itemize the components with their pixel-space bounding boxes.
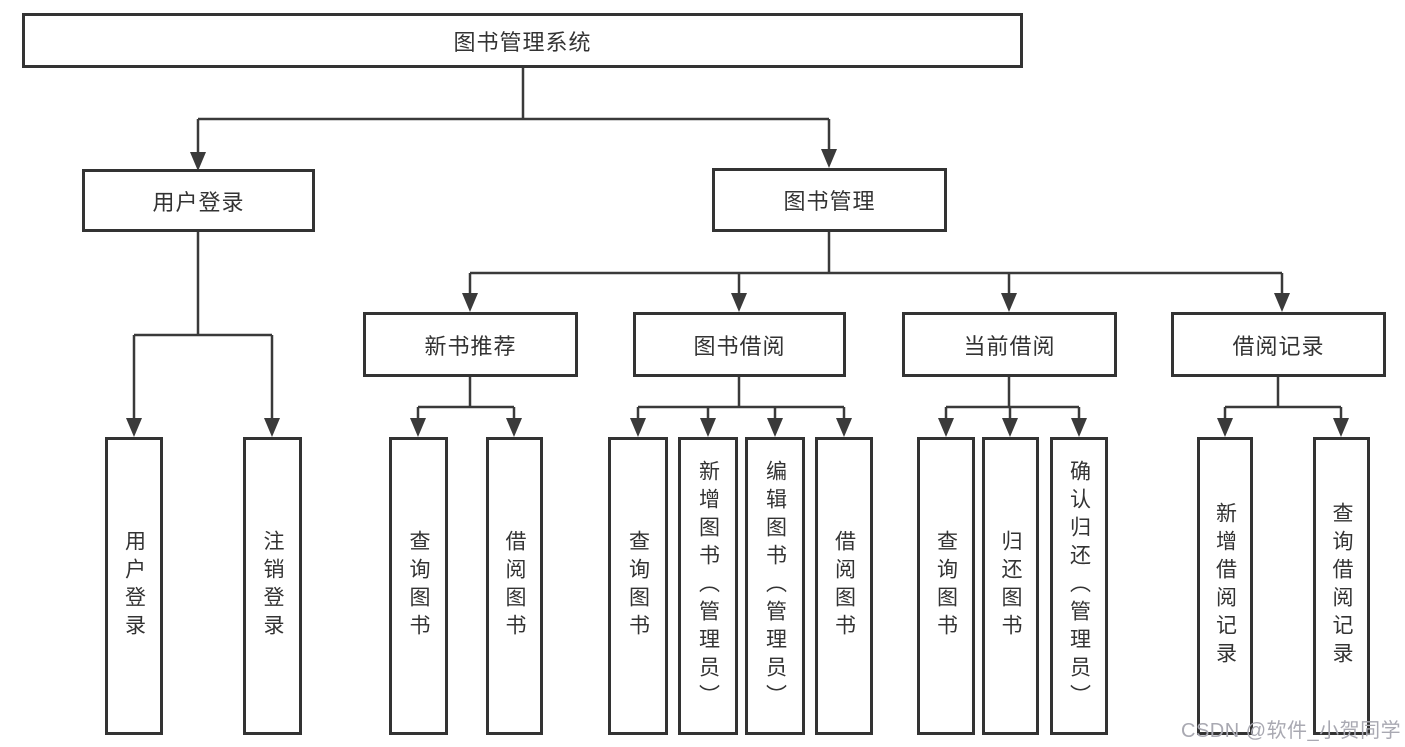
node-label: 新增图书（管理员） xyxy=(696,460,720,712)
node-borrow-record: 借阅记录 xyxy=(1171,312,1386,377)
leaf-query-borrow-record: 查询借阅记录 xyxy=(1313,437,1370,735)
node-label: 图书借阅 xyxy=(693,333,786,359)
node-new-book-recommend: 新书推荐 xyxy=(363,312,578,377)
node-label: 当前借阅 xyxy=(963,333,1056,359)
leaf-user-login: 用户登录 xyxy=(105,437,163,735)
leaf-confirm-return-admin: 确认归还（管理员） xyxy=(1050,437,1108,735)
node-label: 用户登录 xyxy=(152,189,245,215)
leaf-borrow-books: 借阅图书 xyxy=(815,437,873,735)
leaf-query-books-newbook: 查询图书 xyxy=(389,437,448,735)
node-label: 新增借阅记录 xyxy=(1213,502,1237,670)
connector-current-borrow-leaves xyxy=(944,377,1081,421)
leaf-add-borrow-record: 新增借阅记录 xyxy=(1197,437,1253,735)
connector-new-book-leaves xyxy=(416,377,516,421)
connector-borrow-record-leaves xyxy=(1223,377,1343,421)
node-label: 图书管理系统 xyxy=(453,29,592,55)
csdn-watermark: CSDN @软件_小贺同学 xyxy=(1181,720,1402,742)
arrowheads xyxy=(126,149,1349,437)
node-label: 查询图书 xyxy=(934,530,958,642)
node-label: 借阅记录 xyxy=(1232,333,1325,359)
leaf-borrow-books-newbook: 借阅图书 xyxy=(486,437,543,735)
leaf-add-books-admin: 新增图书（管理员） xyxy=(678,437,738,735)
node-book-management: 图书管理 xyxy=(712,168,947,232)
node-label: 编辑图书（管理员） xyxy=(763,460,787,712)
node-label: 新书推荐 xyxy=(424,333,517,359)
leaf-return-books: 归还图书 xyxy=(982,437,1039,735)
node-label: 查询借阅记录 xyxy=(1330,502,1353,670)
node-label: 借阅图书 xyxy=(832,530,856,642)
node-label: 确认归还（管理员） xyxy=(1067,460,1091,712)
node-current-borrow: 当前借阅 xyxy=(902,312,1117,377)
leaf-logout: 注销登录 xyxy=(243,437,302,735)
connector-user-login-leaves xyxy=(132,232,274,421)
node-label: 归还图书 xyxy=(999,530,1022,642)
node-root: 图书管理系统 xyxy=(22,13,1023,68)
node-label: 图书管理 xyxy=(783,189,876,214)
leaf-query-books-borrow: 查询图书 xyxy=(608,437,668,735)
connector-root-level2 xyxy=(196,68,831,155)
connector-book-mgmt-level3 xyxy=(468,232,1284,296)
node-user-login: 用户登录 xyxy=(82,169,315,232)
node-label: 查询图书 xyxy=(407,530,430,642)
node-label: 借阅图书 xyxy=(503,530,526,642)
connector-book-borrow-leaves xyxy=(636,377,846,421)
leaf-query-books-current: 查询图书 xyxy=(917,437,975,735)
node-label: 注销登录 xyxy=(261,530,284,642)
node-label: 用户登录 xyxy=(122,530,146,642)
leaf-edit-books-admin: 编辑图书（管理员） xyxy=(745,437,805,735)
node-book-borrow: 图书借阅 xyxy=(633,312,846,377)
node-label: 查询图书 xyxy=(626,530,650,642)
